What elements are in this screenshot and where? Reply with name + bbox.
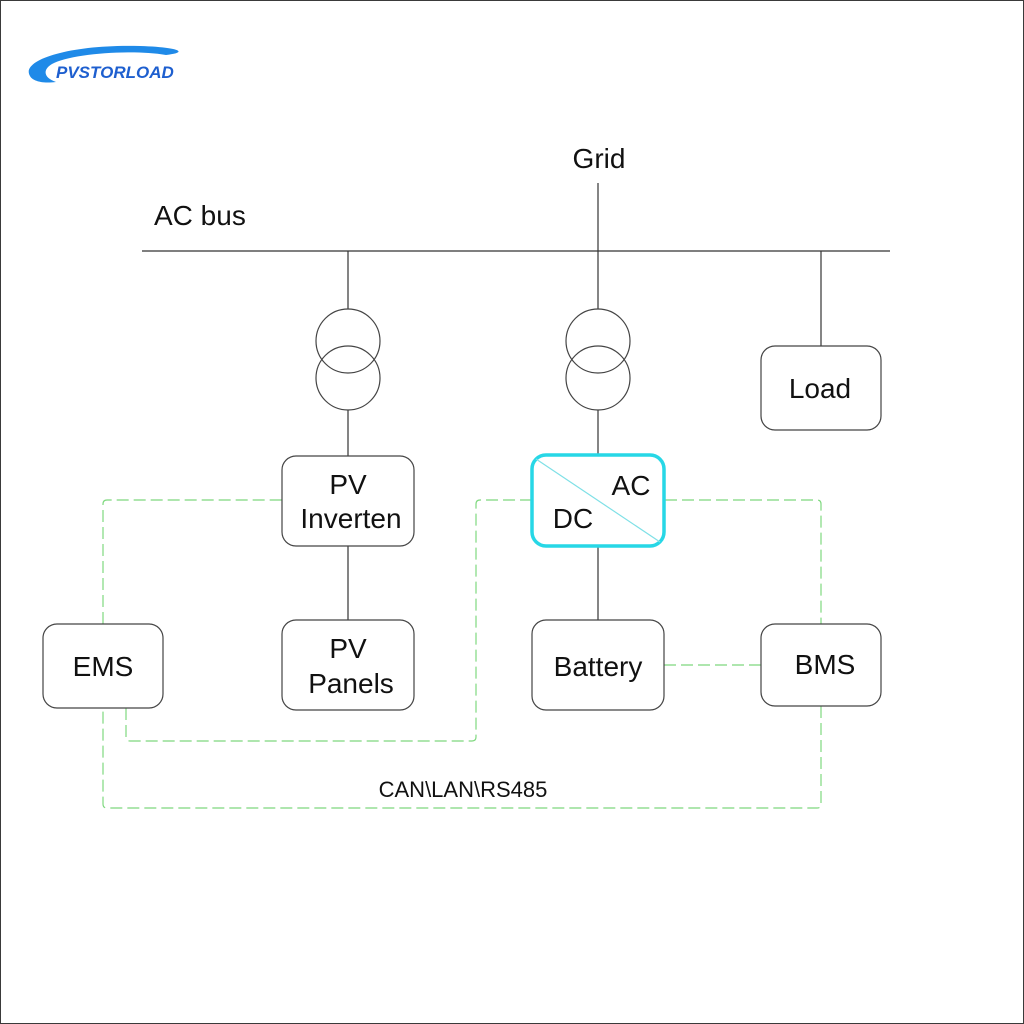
pv-transformer bbox=[315, 308, 381, 411]
pv-transformer-secondary-icon bbox=[315, 345, 381, 411]
converter-diagonal bbox=[535, 458, 661, 543]
comm-ems-to-converter bbox=[125, 499, 531, 742]
bms-label: BMS bbox=[795, 649, 856, 680]
comm-converter-to-bms bbox=[665, 499, 822, 624]
pv-panels-label-line1: PV bbox=[329, 633, 367, 664]
comm-bus-loop bbox=[102, 706, 822, 809]
converter-ac-label: AC bbox=[612, 470, 651, 501]
comm-lines bbox=[102, 499, 822, 809]
converter-dc-label: DC bbox=[553, 503, 593, 534]
pv-panels-label-line2: Panels bbox=[308, 668, 394, 699]
storage-transformer-secondary-icon bbox=[565, 345, 631, 411]
ems-box[interactable] bbox=[42, 623, 164, 709]
logo-text: PVSTORLOAD bbox=[56, 63, 174, 82]
storage-transformer bbox=[565, 308, 631, 411]
comm-ems-to-inverter bbox=[102, 499, 282, 624]
ems-label: EMS bbox=[73, 651, 134, 682]
pv-inverter-box[interactable] bbox=[281, 455, 415, 547]
battery-label: Battery bbox=[554, 651, 643, 682]
battery-box[interactable] bbox=[531, 619, 665, 711]
storage-transformer-primary-icon bbox=[565, 308, 631, 374]
load-label: Load bbox=[789, 373, 851, 404]
pv-inverter-label-line2: Inverten bbox=[300, 503, 401, 534]
bms-box[interactable] bbox=[760, 623, 882, 707]
logo-swoosh bbox=[28, 45, 179, 83]
power-lines bbox=[142, 183, 890, 620]
pv-inverter-label-line1: PV bbox=[329, 469, 367, 500]
pv-panels-box[interactable] bbox=[281, 619, 415, 711]
logo: PVSTORLOAD bbox=[28, 45, 179, 83]
converter[interactable] bbox=[530, 453, 666, 548]
pv-transformer-primary-icon bbox=[315, 308, 381, 374]
load-box[interactable] bbox=[760, 345, 882, 431]
grid-label: Grid bbox=[573, 143, 626, 174]
comm-protocol-label: CAN\LAN\RS485 bbox=[379, 777, 548, 802]
ac-bus-label: AC bus bbox=[154, 200, 246, 231]
